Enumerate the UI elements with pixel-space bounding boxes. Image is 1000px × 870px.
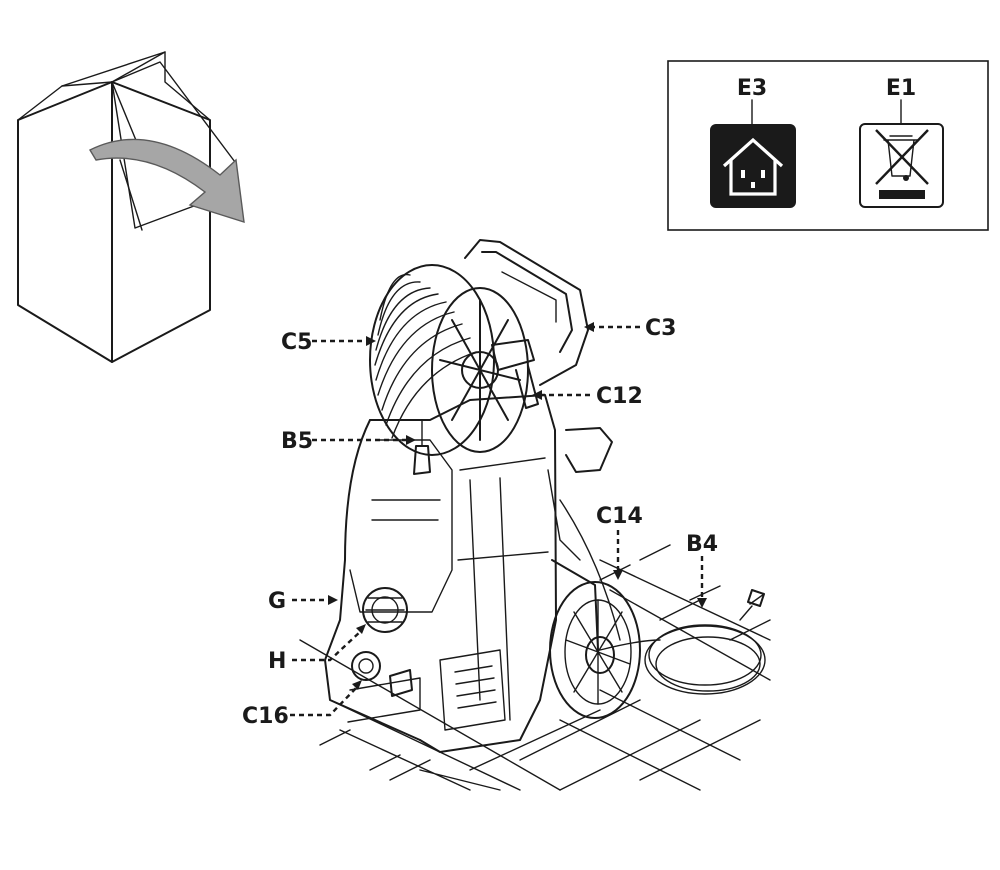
callout-h: H bbox=[268, 649, 286, 674]
callout-c12: C12 bbox=[596, 384, 643, 409]
pressure-washer-illustration bbox=[324, 239, 766, 753]
callout-leaders bbox=[290, 322, 707, 717]
callout-c5: C5 bbox=[281, 330, 312, 355]
callout-g: G bbox=[268, 589, 286, 614]
callout-c16: C16 bbox=[242, 704, 289, 729]
callout-b5: B5 bbox=[281, 429, 313, 454]
unboxing-box-icon bbox=[17, 51, 245, 363]
legend-label-e3: E3 bbox=[737, 76, 767, 101]
callout-c3: C3 bbox=[645, 316, 676, 341]
callout-c14: C14 bbox=[596, 504, 643, 529]
callout-b4: B4 bbox=[686, 532, 718, 557]
crossed-out-wheelie-bin-icon bbox=[859, 123, 944, 208]
floor-tiles bbox=[299, 544, 771, 791]
indoor-use-house-icon bbox=[710, 124, 796, 208]
symbol-legend-box: E3 E1 bbox=[667, 60, 989, 231]
direction-arrow bbox=[89, 138, 245, 223]
legend-label-e1: E1 bbox=[886, 76, 916, 101]
